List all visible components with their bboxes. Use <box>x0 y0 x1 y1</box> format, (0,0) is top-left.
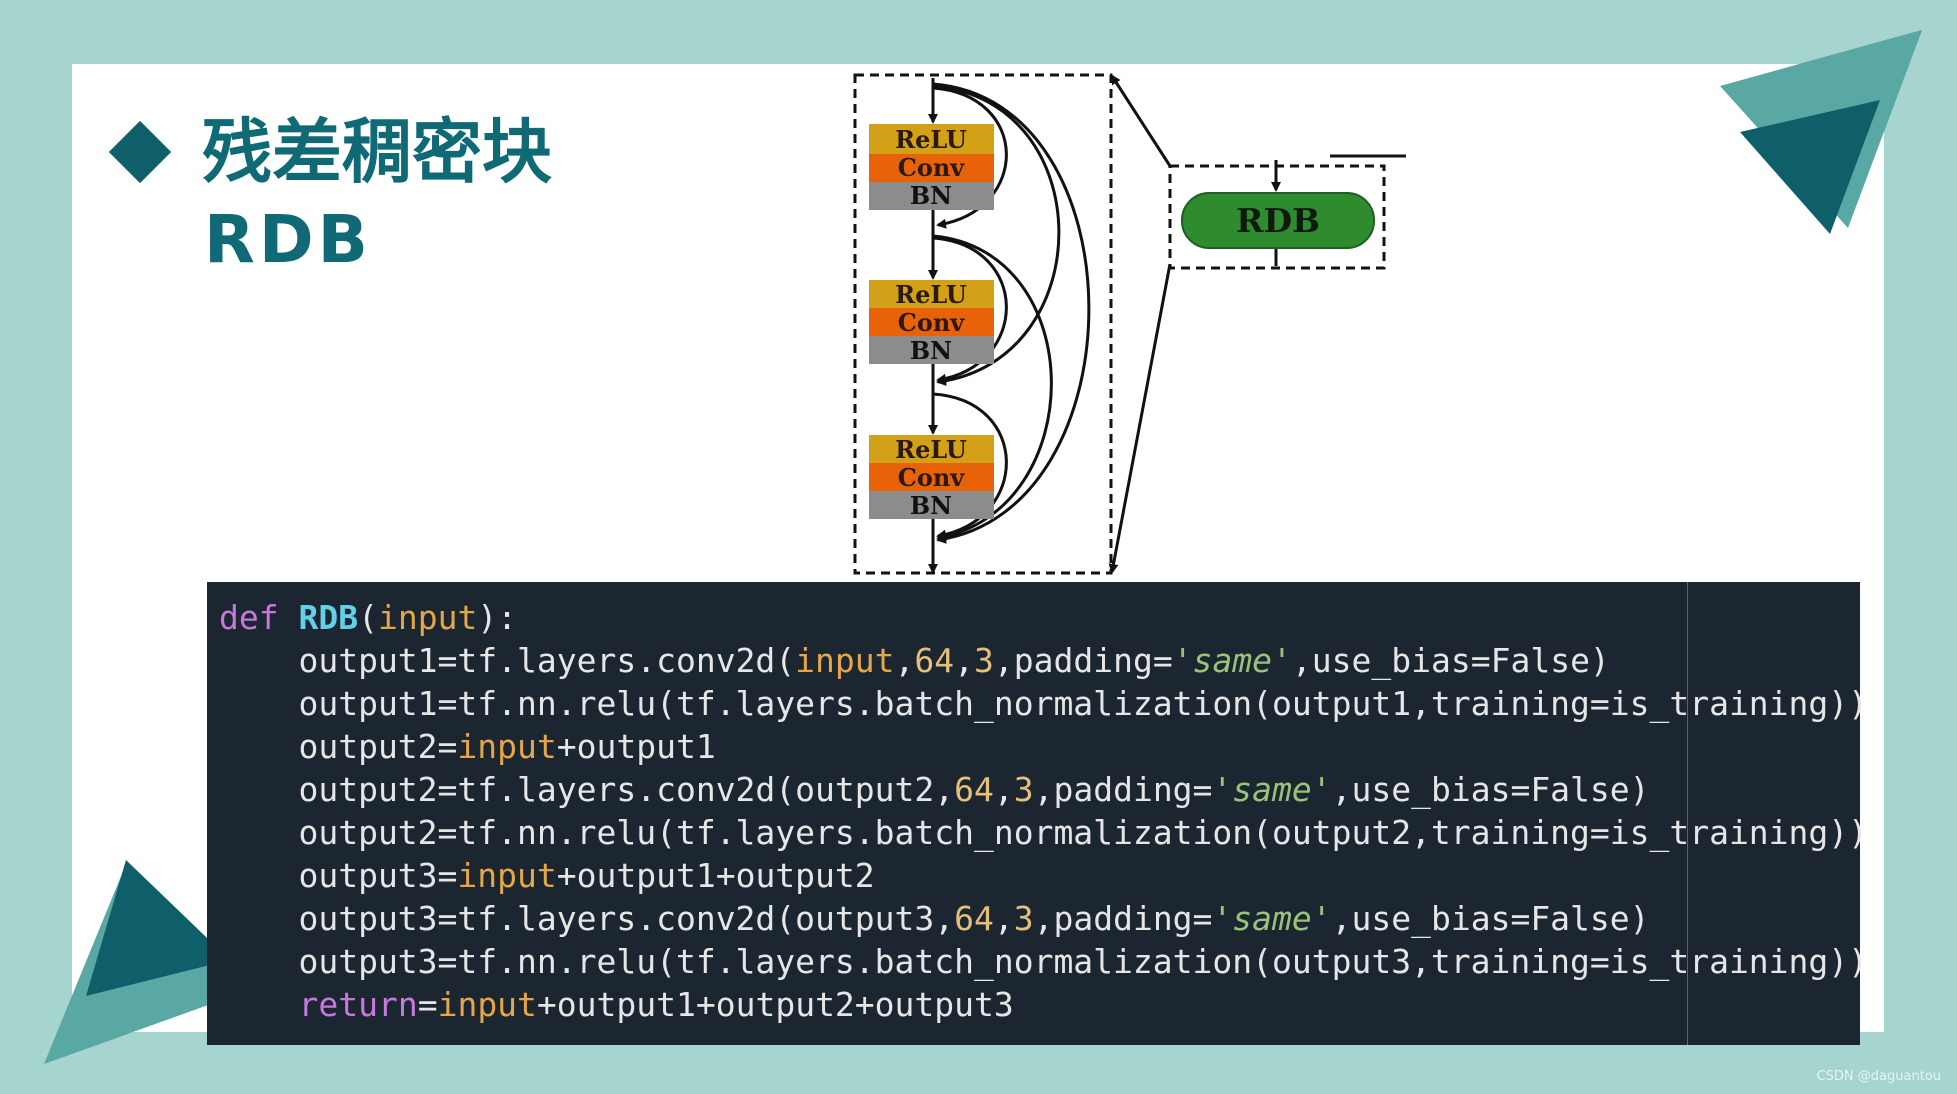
relu-label: ReLU <box>895 125 967 154</box>
conv-block-1: ReLU Conv BN <box>869 124 994 210</box>
zoom-line-bottom <box>1108 263 1172 574</box>
skip-arc <box>932 86 1008 229</box>
bn-label: BN <box>910 491 952 520</box>
code-editor: def RDB(input): output1=tf.layers.conv2d… <box>207 582 1869 1045</box>
code-line: output2=tf.nn.relu(tf.layers.batch_norma… <box>219 813 1869 852</box>
code-line: output3=tf.nn.relu(tf.layers.batch_norma… <box>219 942 1869 981</box>
conv-block-2: ReLU Conv BN <box>869 280 994 365</box>
code-line: output3=input+output1+output2 <box>219 856 875 895</box>
relu-label: ReLU <box>895 280 967 309</box>
skip-arc <box>932 392 1008 540</box>
title-abbreviation: RDB <box>204 201 372 278</box>
title-chinese: 残差稠密块 <box>202 111 552 193</box>
watermark: CSDN @daguantou <box>1816 1069 1941 1084</box>
conv-label: Conv <box>898 153 966 182</box>
rdb-module-label: RDB <box>1236 201 1320 240</box>
code-line: return=input+output1+output2+output3 <box>298 985 1014 1024</box>
bn-label: BN <box>910 336 952 365</box>
code-line: def RDB(input): <box>219 598 518 637</box>
relu-label: ReLU <box>895 435 967 464</box>
bn-label: BN <box>910 181 952 210</box>
conv-block-3: ReLU Conv BN <box>869 435 994 520</box>
code-gutter-divider <box>1687 582 1688 1045</box>
skip-arc <box>932 84 1061 386</box>
conv-label: Conv <box>898 463 966 492</box>
code-line: output1=tf.nn.relu(tf.layers.batch_norma… <box>219 684 1869 723</box>
skip-arc <box>932 236 1008 384</box>
rdb-module <box>1181 192 1375 249</box>
conv-label: Conv <box>898 308 966 337</box>
skip-arc <box>932 82 1091 544</box>
code-line: output3=tf.layers.conv2d(output3,64,3,pa… <box>219 899 1650 938</box>
code-line: output1=tf.layers.conv2d(input,64,3,padd… <box>219 641 1610 680</box>
code-line: output2=tf.layers.conv2d(output2,64,3,pa… <box>219 770 1650 809</box>
zoom-line-top <box>1110 74 1172 167</box>
code-line: output2=input+output1 <box>219 727 716 766</box>
dense-block-frame <box>853 73 1113 575</box>
